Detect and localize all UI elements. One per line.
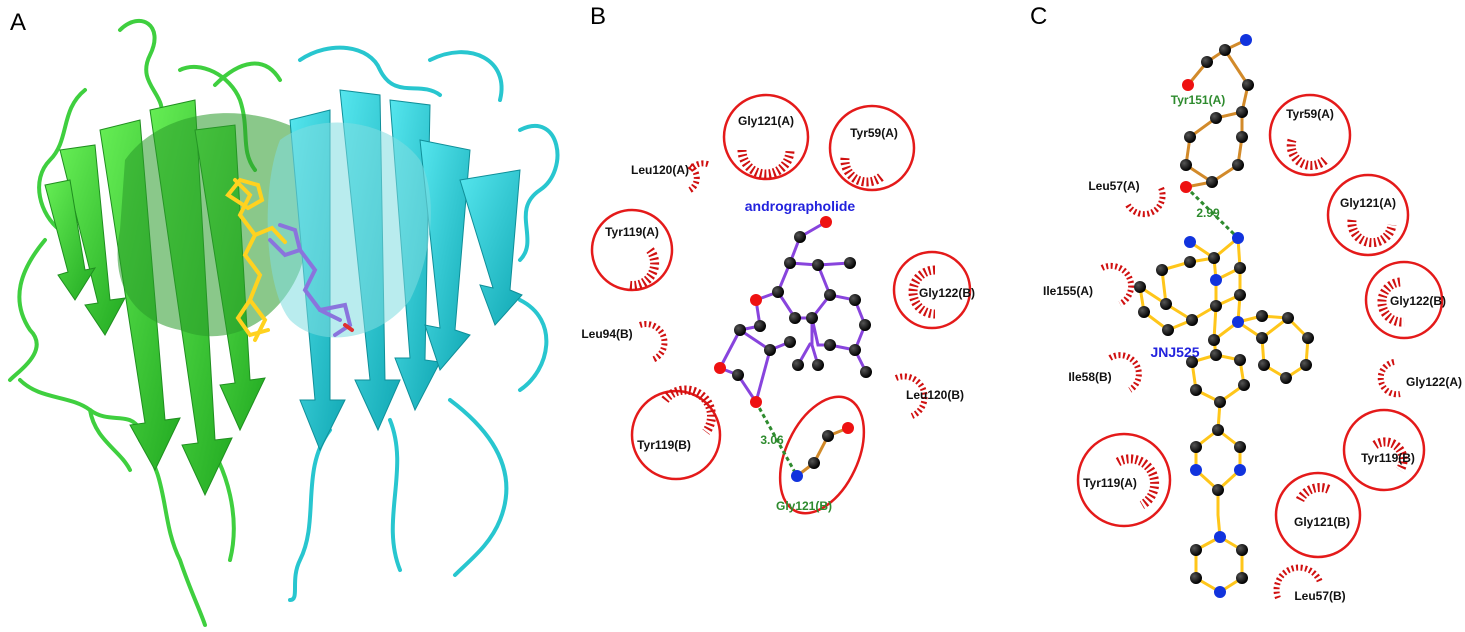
hbond-distance: 3.06 xyxy=(760,433,784,447)
residue-label: Gly122(B) xyxy=(919,286,975,300)
panel-b-label: B xyxy=(590,3,606,30)
residue-label: Tyr119(B) xyxy=(637,438,691,452)
interaction-diagram-c: Tyr59(A) Leu57(A) Gly121(A) Ile155(A) Gl… xyxy=(1043,34,1462,603)
interaction-diagram-b: Gly121(A) Tyr59(A) Leu120(A) Tyr119(A) G… xyxy=(581,93,975,515)
residue-label: Tyr119(A) xyxy=(1083,476,1137,490)
residue-label: Tyr119(A) xyxy=(605,225,659,239)
hbond-residue-label: Tyr151(A) xyxy=(1171,93,1225,107)
residue-label: Gly122(A) xyxy=(1406,375,1462,389)
atoms-b xyxy=(714,216,872,482)
residue-label: Leu120(A) xyxy=(631,163,689,177)
residue-label: Ile155(A) xyxy=(1043,284,1093,298)
residue-label: Tyr59(A) xyxy=(850,126,898,140)
residue-label: Tyr119(B) xyxy=(1361,451,1415,465)
residue-label: Leu57(A) xyxy=(1088,179,1139,193)
residue-label: Gly121(A) xyxy=(738,114,794,128)
hbond-distance: 2.99 xyxy=(1196,206,1220,220)
residue-label: Gly121(A) xyxy=(1340,196,1396,210)
residue-label: Gly121(B) xyxy=(1294,515,1350,529)
residue-label: Tyr59(A) xyxy=(1286,107,1334,121)
protein-structure-a xyxy=(8,18,560,627)
ligand-name: JNJ525 xyxy=(1150,344,1199,360)
residue-label: Leu94(B) xyxy=(581,327,632,341)
residue-label: Gly122(B) xyxy=(1390,294,1446,308)
hbond-residue-label: Gly121(B) xyxy=(776,499,832,513)
panel-c-label: C xyxy=(1030,3,1047,30)
panel-a-label: A xyxy=(10,9,26,36)
residue-label: Leu120(B) xyxy=(906,388,964,402)
residue-label: Ile58(B) xyxy=(1068,370,1111,384)
atoms-c xyxy=(1134,34,1314,598)
ligand-name: andrographolide xyxy=(745,198,856,214)
residue-label: Leu57(B) xyxy=(1294,589,1345,603)
